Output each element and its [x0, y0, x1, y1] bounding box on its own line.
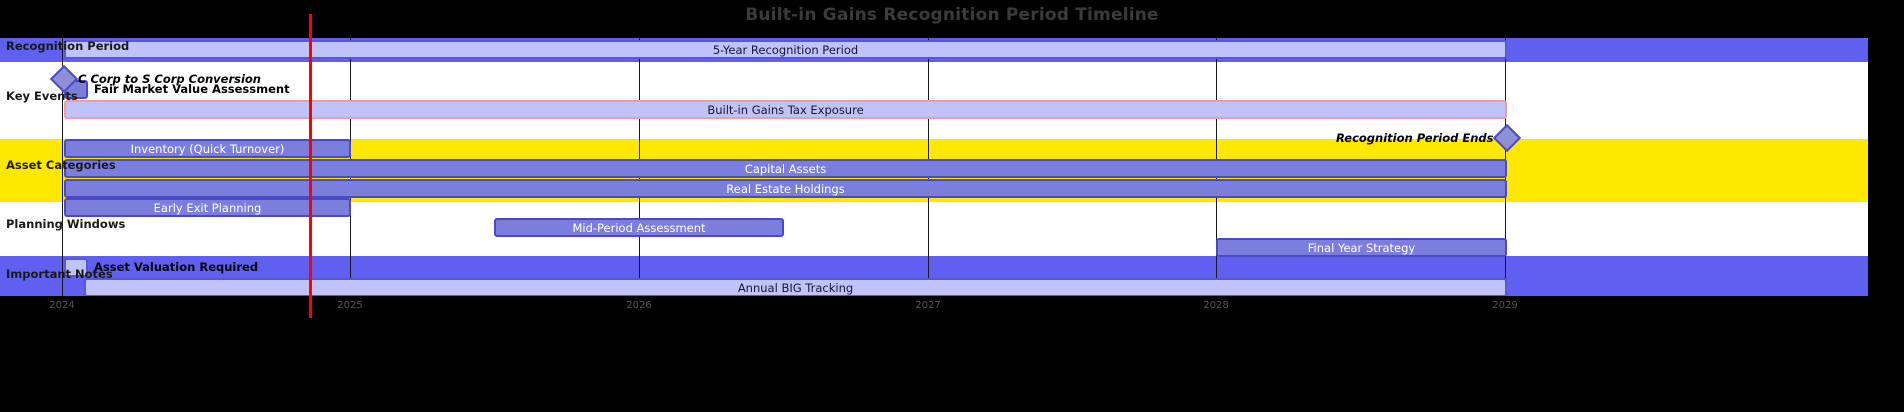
task-bar[interactable] — [64, 258, 88, 277]
task-bar-label: Annual BIG Tracking — [737, 280, 854, 295]
today-marker-line — [309, 14, 312, 318]
task-bar[interactable]: Early Exit Planning — [64, 198, 351, 217]
x-axis-tick-2025: 2025 — [337, 300, 363, 311]
task-bar-label: Fair Market Value Assessment — [94, 82, 290, 96]
task-bar[interactable]: Capital Assets — [64, 159, 1507, 178]
x-axis-tick-2024: 2024 — [49, 300, 75, 311]
task-bar-label: Asset Valuation Required — [94, 260, 259, 274]
x-axis-tick-2028: 2028 — [1203, 300, 1229, 311]
chart-title: Built-in Gains Recognition Period Timeli… — [745, 5, 1159, 25]
task-bar-label: Early Exit Planning — [153, 200, 262, 215]
task-bar[interactable]: Mid-Period Assessment — [494, 218, 784, 237]
x-axis: 2024 2025 2026 2027 2028 2029 — [0, 296, 1904, 326]
task-bar-label: Final Year Strategy — [1307, 240, 1416, 255]
task-bar-label: Built-in Gains Tax Exposure — [707, 102, 864, 117]
milestone-label: C Corp to S Corp Conversion — [78, 72, 261, 86]
section-label-key-events: Key Events — [6, 89, 78, 103]
task-bar[interactable]: 5-Year Recognition Period — [64, 40, 1507, 59]
milestone-label: Recognition Period Ends — [1336, 131, 1494, 145]
x-axis-tick-2026: 2026 — [626, 300, 652, 311]
section-label-important-notes: Important Notes — [6, 267, 113, 281]
task-bar-label: Mid-Period Assessment — [572, 220, 706, 235]
x-axis-tick-2029: 2029 — [1492, 300, 1518, 311]
task-bar-label: 5-Year Recognition Period — [712, 42, 859, 57]
section-label-asset-categories: Asset Categories — [6, 158, 116, 172]
task-bar[interactable]: Annual BIG Tracking — [84, 278, 1507, 296]
task-bar-label: Real Estate Holdings — [726, 181, 845, 196]
task-bar-label: Capital Assets — [744, 161, 827, 176]
task-bar-label: Inventory (Quick Turnover) — [130, 141, 285, 156]
task-bar[interactable]: Real Estate Holdings — [64, 179, 1507, 198]
gridline-2024 — [62, 38, 63, 296]
task-bar[interactable]: Final Year Strategy — [1216, 238, 1507, 257]
section-label-recognition-period: Recognition Period — [6, 39, 130, 53]
task-bar[interactable]: Built-in Gains Tax Exposure — [64, 100, 1507, 119]
task-bar[interactable]: Inventory (Quick Turnover) — [64, 139, 351, 158]
x-axis-tick-2027: 2027 — [915, 300, 941, 311]
section-label-planning-windows: Planning Windows — [6, 217, 126, 231]
